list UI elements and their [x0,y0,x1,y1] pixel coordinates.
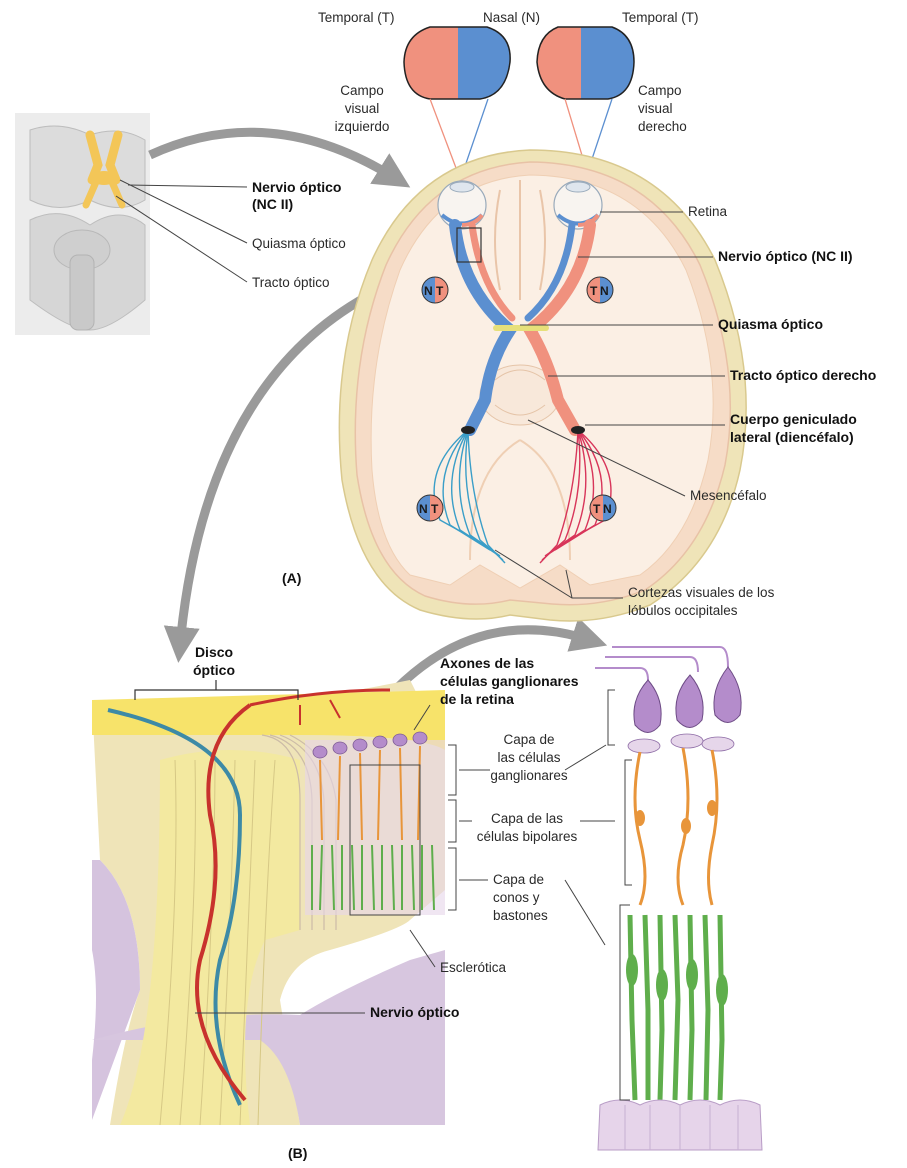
left-eyeball [438,181,486,229]
field-right-label-2: visual [638,101,673,116]
inset-tract-label: Tracto óptico [252,275,330,290]
header-nasal: Nasal (N) [483,10,540,25]
leader-rod-cone-right [565,880,605,945]
chiasm-label: Quiasma óptico [718,316,823,332]
badge-left-lower-b: T [431,502,439,516]
optic-disc-block [92,680,445,1125]
axons-label-1: Axones de las [440,655,534,671]
badge-right-lower-b: N [603,502,612,516]
lgn-label-2: lateral (diencéfalo) [730,429,854,445]
panel-a-title: (A) [282,570,301,586]
ganglion-layer-label-1: Capa de [503,732,554,747]
bipolar-layer-label-1: Capa de las [491,811,563,826]
brain-inset-image [15,113,150,335]
bracket-bipolar [448,800,456,842]
right-lgn-marker [571,426,585,434]
axons-label-2: células ganglionares [440,673,579,689]
badge-left-lower: N T [417,495,443,521]
lgn-label-1: Cuerpo geniculado [730,411,857,427]
retina-label: Retina [688,204,728,219]
disc-label-1: Disco [195,644,233,660]
bracket-rod-cone [448,848,456,910]
badge-right-lower-a: T [593,502,601,516]
badge-right-upper-a: T [590,284,598,298]
inset-optic-nerve-label-2: (NC II) [252,196,293,212]
field-right-label-1: Campo [638,83,682,98]
right-tract-label: Tracto óptico derecho [730,367,876,383]
header-temporal-left: Temporal (T) [318,10,395,25]
sclera-label: Esclerótica [440,960,507,975]
badge-left-upper-b: T [436,284,444,298]
right-visual-field [537,27,634,99]
header-temporal-right: Temporal (T) [622,10,699,25]
rod-cone-layer-label-1: Capa de [493,872,544,887]
left-lgn-marker [461,426,475,434]
axons-label-3: de la retina [440,691,514,707]
optic-nerve-label: Nervio óptico (NC II) [718,248,853,264]
badge-left-upper-a: N [424,284,433,298]
inset-optic-nerve-label: Nervio óptico [252,179,341,195]
inset-chiasm-label: Quiasma óptico [252,236,346,251]
ganglion-layer-label-2: las células [497,750,560,765]
midbrain-label: Mesencéfalo [690,488,767,503]
rod-cone-layer-label-2: conos y [493,890,540,905]
rod-cone-layer-label-3: bastones [493,908,548,923]
badge-right-upper-b: N [600,284,609,298]
skull-section [339,150,746,621]
badge-left-upper: N T [422,277,448,303]
bracket-right-ganglion [608,690,615,745]
bracket-right-bipolar [625,760,632,885]
badge-left-lower-a: N [419,502,428,516]
cortex-label-2: lóbulos occipitales [628,603,738,618]
field-right-label-3: derecho [638,119,687,134]
arrow-inset-to-brain [150,132,395,178]
left-visual-field [404,27,510,99]
disc-label-2: óptico [193,662,235,678]
optic-nerve-b-label: Nervio óptico [370,1004,459,1020]
cortex-label-1: Cortezas visuales de los [628,585,775,600]
field-left-label-1: Campo [340,83,384,98]
badge-right-lower: T N [590,495,616,521]
ganglion-layer-label-3: ganglionares [490,768,568,783]
bipolar-layer-label-2: células bipolares [477,829,578,844]
field-left-label-2: visual [345,101,380,116]
leader-ganglion-right [565,745,606,770]
field-left-label-3: izquierdo [335,119,390,134]
bracket-ganglion [448,745,456,795]
badge-right-upper: T N [587,277,613,303]
panel-b-title: (B) [288,1145,307,1161]
